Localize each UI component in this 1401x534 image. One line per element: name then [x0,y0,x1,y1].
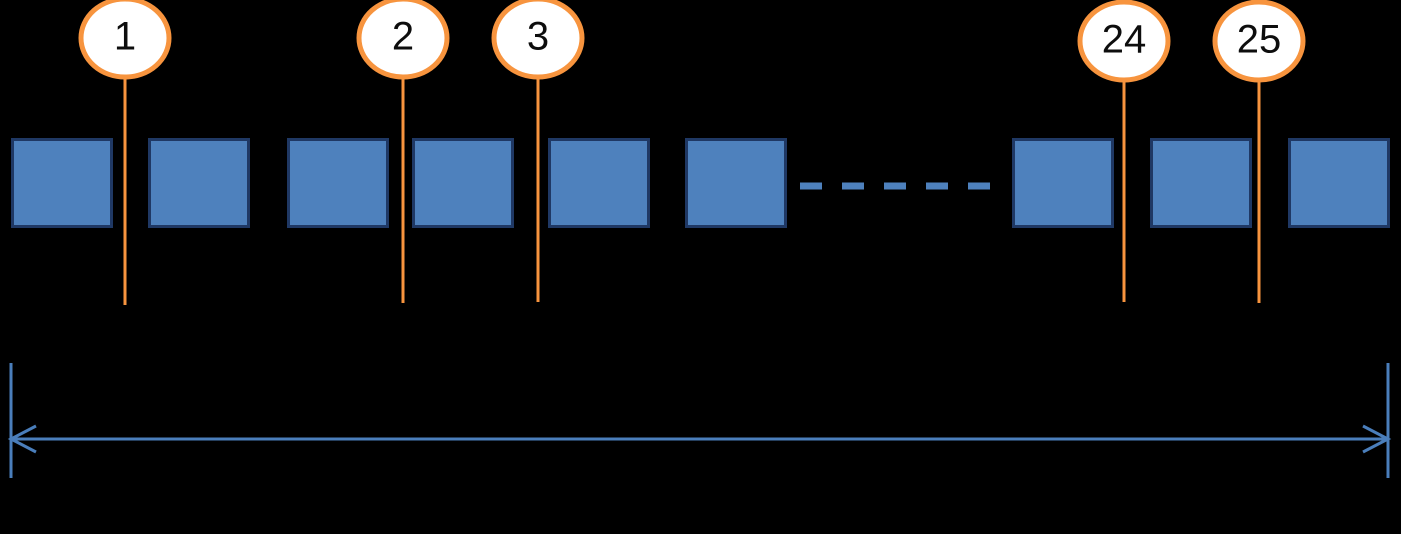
block-1 [11,138,113,228]
block-5 [548,138,650,228]
dimension-left-arrowhead [7,424,37,454]
callout-25-bubble[interactable] [1212,0,1306,83]
callout-3[interactable]: 3 [491,0,585,80]
overall-span-dimension [7,363,1392,478]
block-8 [1150,138,1252,228]
block-3 [287,138,389,228]
callout-2-bubble[interactable] [356,0,450,80]
leader-line-group [123,74,1261,305]
block-row [11,138,1390,228]
callout-3-bubble[interactable] [491,0,585,80]
block-9 [1288,138,1390,228]
block-2 [148,138,250,228]
callout-25[interactable]: 25 [1212,0,1306,83]
callout-1-bubble[interactable] [78,0,172,80]
dimension-right-arrowhead [1362,424,1392,454]
callout-24-bubble[interactable] [1077,0,1171,83]
block-6 [685,138,787,228]
callout-2[interactable]: 2 [356,0,450,80]
block-4 [412,138,514,228]
callout-24[interactable]: 24 [1077,0,1171,83]
callout-1[interactable]: 1 [78,0,172,80]
block-7 [1012,138,1114,228]
